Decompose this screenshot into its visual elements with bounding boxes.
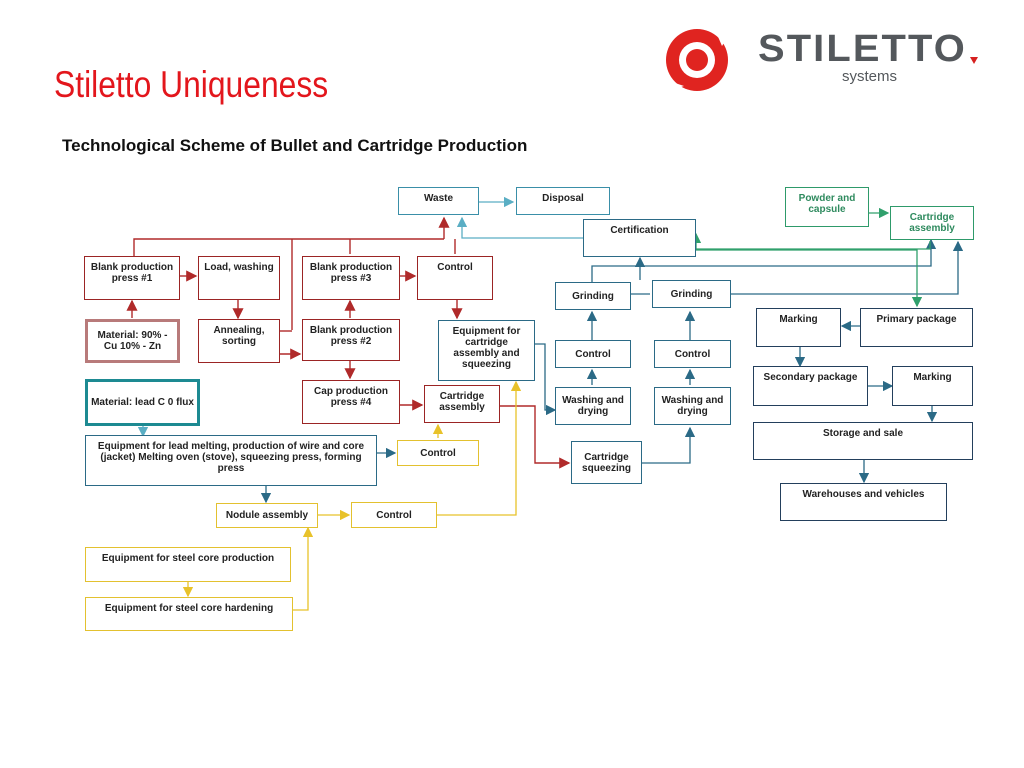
box-warehouses-vehicles: Warehouses and vehicles <box>780 483 947 521</box>
connector-cartridge-to-certification <box>690 232 931 250</box>
box-certification: Certification <box>583 219 696 257</box>
connector-hardening-to-nodule <box>293 526 314 611</box>
page-subtitle: Technological Scheme of Bullet and Cartr… <box>62 136 528 155</box>
connector-equipment-to-washing <box>535 343 557 416</box>
box-primary-package: Primary package <box>860 308 973 347</box>
box-control-yellow-1: Control <box>397 440 479 466</box>
box-marking-2: Marking <box>892 366 973 406</box>
box-cartridge-assembly-final: Cartridge assembly <box>890 206 974 240</box>
box-blank-press-2: Blank production press #2 <box>302 319 400 361</box>
box-grinding-2: Grinding <box>652 280 731 308</box>
connector-assembly-to-squeezing <box>500 405 571 469</box>
box-control-yellow-2: Control <box>351 502 437 528</box>
box-control-red: Control <box>417 256 493 300</box>
box-storage-sale: Storage and sale <box>753 422 973 460</box>
box-material-lead: Material: lead C 0 flux <box>85 379 200 426</box>
connector-press1-bus <box>133 238 444 256</box>
box-marking-1: Marking <box>756 308 841 347</box>
box-cap-press-4: Cap production press #4 <box>302 380 400 424</box>
box-secondary-package: Secondary package <box>753 366 868 406</box>
box-waste: Waste <box>398 187 479 215</box>
box-blank-press-1: Blank production press #1 <box>84 256 180 300</box>
logo-accent-triangle <box>970 57 978 64</box>
box-equipment-lead-melting: Equipment for lead melting, production o… <box>85 435 377 486</box>
box-blank-press-3: Blank production press #3 <box>302 256 400 300</box>
box-control-blue-2: Control <box>654 340 731 368</box>
box-grinding-1: Grinding <box>555 282 631 310</box>
box-steel-core-hardening: Equipment for steel core hardening <box>85 597 293 631</box>
connector-certification-to-waste <box>456 216 583 239</box>
box-powder-capsule: Powder and capsule <box>785 187 869 227</box>
connector-grinding1-up <box>591 238 937 282</box>
box-nodule-assembly: Nodule assembly <box>216 503 318 528</box>
box-annealing-sorting: Annealing, sorting <box>198 319 280 363</box>
connector-grinding2-to-cartridge <box>731 240 964 295</box>
box-material-cu-zn: Material: 90% - Cu 10% - Zn <box>85 319 180 363</box>
logo-wordmark: STILETTO <box>758 28 967 70</box>
box-washing-drying-1: Washing and drying <box>555 387 631 425</box>
connector-control-to-equipment-up <box>437 380 522 516</box>
page-title: Stiletto Uniqueness <box>54 64 329 105</box>
connector-squeezing-to-washing2 <box>642 426 696 464</box>
box-control-blue-1: Control <box>555 340 631 368</box>
box-cartridge-assembly: Cartridge assembly <box>424 385 500 423</box>
logo-emblem-icon <box>666 26 734 92</box>
box-cartridge-squeezing: Cartridge squeezing <box>571 441 642 484</box>
company-logo: STILETTO systems <box>664 22 1004 94</box>
box-load-washing: Load, washing <box>198 256 280 300</box>
box-steel-core-production: Equipment for steel core production <box>85 547 291 582</box>
logo-tagline: systems <box>842 68 898 85</box>
connector-certification-to-primary <box>696 249 923 308</box>
box-equipment-cartridge-squeezing: Equipment for cartridge assembly and squ… <box>438 320 535 381</box>
box-washing-drying-2: Washing and drying <box>654 387 731 425</box>
box-disposal: Disposal <box>516 187 610 215</box>
